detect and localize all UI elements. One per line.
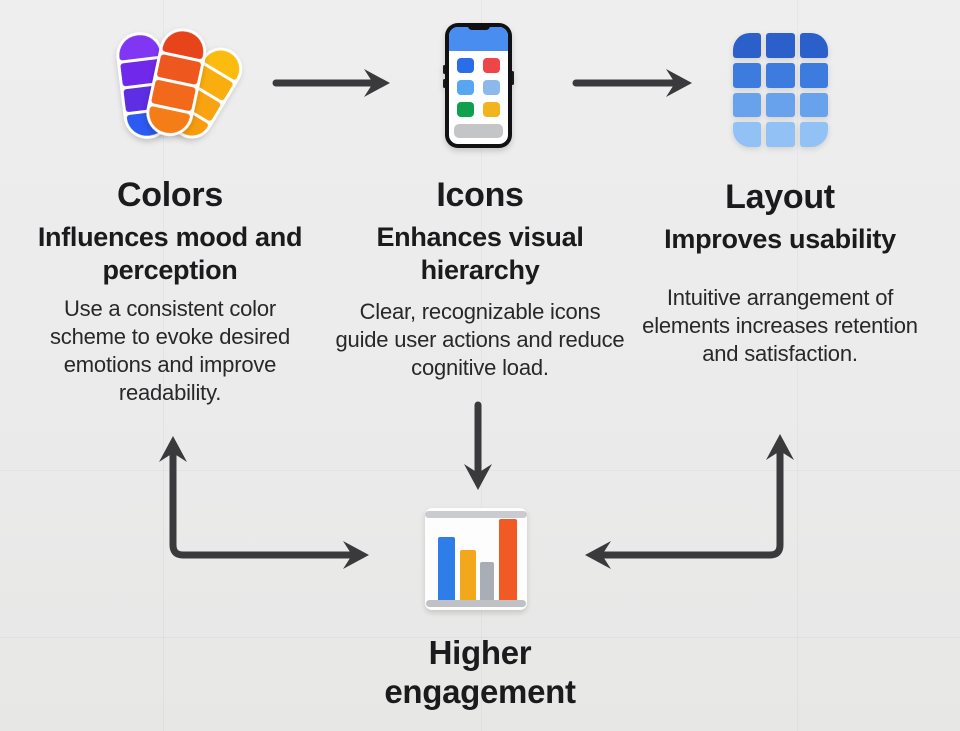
bar-chart-icon: [425, 508, 527, 610]
factor-body-icons: Clear, recognizable icons guide user act…: [335, 299, 625, 381]
grid-cell: [733, 62, 762, 88]
chart-bar: [480, 562, 494, 600]
factor-body-layout: Intuitive arrangement of elements increa…: [642, 285, 918, 367]
phone-notch: [467, 23, 490, 30]
swatch-segment: [151, 79, 197, 111]
arrowhead-right-icon: [364, 69, 390, 97]
grid-cell: [799, 33, 828, 58]
layout-grid-icon: [733, 33, 828, 147]
factor-subtitle-layout: Improves usability: [664, 224, 896, 254]
arrowhead-up-icon: [159, 436, 187, 462]
chart-bar: [460, 550, 476, 600]
app-tile: [483, 58, 500, 73]
factor-body-colors: Use a consistent color scheme to evoke d…: [50, 296, 290, 406]
swatch-segment: [162, 27, 208, 60]
phone-icon: [443, 23, 514, 148]
app-tile: [483, 80, 500, 95]
app-tile: [483, 102, 500, 117]
phone-dock: [454, 124, 503, 138]
phone-status-bar: [449, 27, 508, 51]
grid-cell: [799, 122, 828, 147]
chart-bar: [499, 519, 517, 600]
grid-cell: [766, 62, 795, 88]
grid-cell: [766, 122, 795, 147]
phone-screen: [449, 27, 508, 144]
arrowhead-right-icon: [343, 541, 369, 569]
arrowhead-left-icon: [585, 541, 611, 569]
arrowhead-down-icon: [464, 464, 492, 490]
factor-title-icons: Icons: [436, 176, 524, 214]
factor-subtitle-icons: Enhances visual hierarchy: [376, 222, 584, 285]
grid-cell: [799, 92, 828, 118]
phone-app-grid: [457, 58, 500, 117]
grid-cell: [733, 92, 762, 118]
arrowhead-up-icon: [766, 434, 794, 460]
grid-cell: [766, 33, 795, 58]
connector-layout-outcome: [600, 446, 784, 559]
factor-title-colors: Colors: [117, 176, 223, 214]
grid-cell: [799, 62, 828, 88]
factor-subtitle-colors: Influences mood and perception: [37, 222, 303, 285]
chart-frame-rod: [426, 600, 526, 607]
color-swatches-icon: [113, 24, 251, 147]
factor-title-layout: Layout: [725, 178, 835, 216]
phone-button: [511, 71, 514, 85]
swatch-segment: [116, 32, 161, 61]
app-tile: [457, 102, 474, 117]
chart-bar: [438, 537, 455, 600]
phone-button: [443, 79, 446, 88]
app-tile: [457, 80, 474, 95]
arrowhead-right-icon: [666, 69, 692, 97]
grid-cell: [733, 122, 762, 147]
phone-button: [443, 65, 446, 74]
outcome-title: Higher engagement: [384, 634, 576, 710]
app-tile: [457, 58, 474, 73]
chart-frame-rod: [425, 511, 527, 518]
phone-frame: [445, 23, 512, 148]
grid-cell: [733, 33, 762, 58]
grid-cell: [766, 92, 795, 118]
connector-colors-outcome: [169, 448, 354, 559]
